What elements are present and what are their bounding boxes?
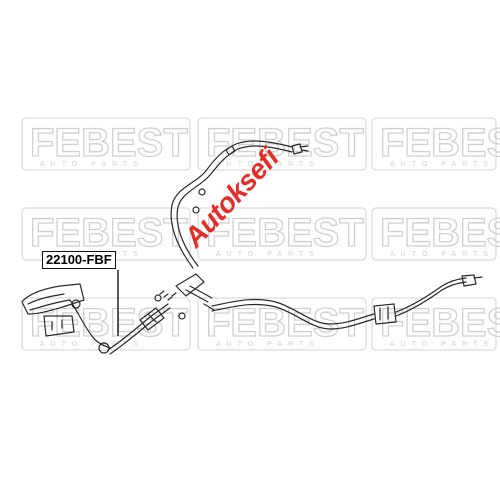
front-cable: [107, 303, 169, 351]
handbrake-quadrant: [69, 299, 111, 349]
watermark-brand: FEBEST: [30, 121, 188, 165]
watermark-tagline: AUTO PARTS: [216, 341, 320, 348]
front-cable-clevis: [139, 307, 165, 331]
watermark-tagline: AUTO PARTS: [40, 161, 144, 168]
lower-cable-bracket: [373, 303, 397, 325]
upper-cable-end-fitting: [291, 143, 309, 155]
handbrake-cable-end: [98, 342, 110, 354]
watermark-brand: FEBEST: [206, 121, 364, 165]
lower-cable-tail: [395, 277, 467, 313]
watermark-tagline: AUTO PARTS: [216, 161, 320, 168]
watermark-tagline: AUTO PARTS: [216, 251, 320, 258]
watermark-tagline: AUTO PARTS: [390, 161, 494, 168]
equalizer-body: [175, 273, 205, 297]
junction-nut: [178, 312, 186, 320]
watermark-brand: FEBEST: [380, 121, 500, 165]
watermark-brand-texts: FEBEST FEBEST FEBEST FEBEST FEBEST FEBES…: [29, 120, 500, 345]
watermark-brand: FEBEST: [30, 211, 188, 255]
watermark-brand: FEBEST: [380, 211, 500, 255]
lower-cable-end-fitting: [461, 274, 483, 287]
handbrake-pivot: [71, 299, 81, 309]
upper-cable-grommet: [198, 188, 206, 196]
lower-cable-tail-inner: [395, 281, 467, 317]
part-number-label: 22100-FBF: [42, 251, 116, 269]
watermark-tagline: AUTO PARTS: [40, 341, 144, 348]
equalizer-rod: [185, 285, 215, 311]
handbrake-lever: [21, 283, 85, 315]
adjuster-threads: [159, 290, 177, 301]
upper-cable-grommet: [192, 206, 200, 214]
watermark-tagline: AUTO PARTS: [390, 341, 494, 348]
handbrake-lever-grip: [27, 293, 71, 311]
watermark-brand: FEBEST: [206, 211, 364, 255]
upper-cable-sheath: [170, 140, 293, 269]
lower-cable-inner: [211, 303, 375, 330]
upper-cable-clip: [225, 145, 236, 156]
watermark-brand: FEBEST: [380, 301, 500, 345]
upper-cable-sheath-inner: [176, 145, 293, 267]
front-cable-inner: [109, 307, 171, 355]
junction-nut: [154, 294, 162, 302]
lower-cable: [211, 298, 375, 325]
watermark-tagline: AUTO PARTS: [390, 251, 494, 258]
handbrake-bracket: [43, 315, 75, 337]
